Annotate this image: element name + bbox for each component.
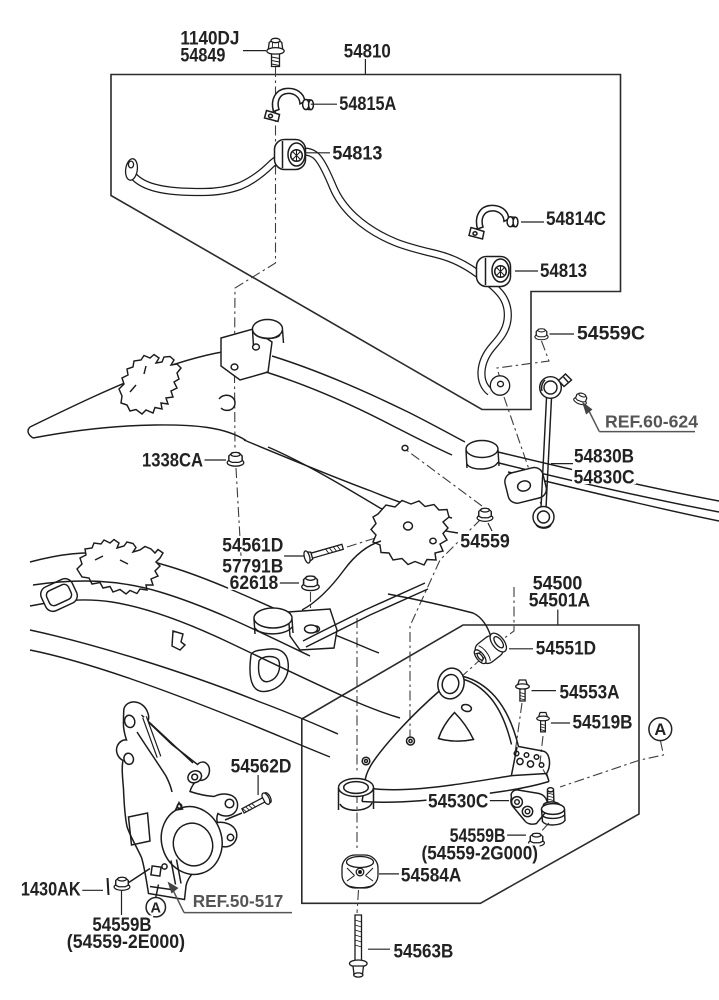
svg-text:54815A: 54815A bbox=[339, 93, 396, 115]
svg-text:REF.60-624: REF.60-624 bbox=[605, 412, 698, 432]
svg-text:(54559-2G000): (54559-2G000) bbox=[422, 842, 539, 864]
svg-text:54500: 54500 bbox=[533, 572, 583, 594]
svg-text:54519B: 54519B bbox=[573, 711, 633, 733]
svg-text:54563B: 54563B bbox=[394, 940, 454, 962]
svg-text:54559B: 54559B bbox=[92, 914, 151, 936]
svg-text:54553A: 54553A bbox=[560, 681, 620, 703]
svg-text:(54559-2E000): (54559-2E000) bbox=[67, 931, 185, 953]
svg-text:54562D: 54562D bbox=[231, 756, 292, 778]
svg-text:54561D: 54561D bbox=[222, 535, 283, 557]
svg-text:54814C: 54814C bbox=[546, 208, 606, 230]
svg-text:54849: 54849 bbox=[180, 45, 225, 67]
svg-text:54559B: 54559B bbox=[450, 825, 506, 847]
svg-text:57791B: 57791B bbox=[222, 556, 283, 578]
svg-text:54501A: 54501A bbox=[529, 589, 590, 611]
svg-text:1140DJ: 1140DJ bbox=[180, 28, 239, 50]
svg-text:A: A bbox=[654, 721, 666, 739]
svg-text:54559C: 54559C bbox=[577, 322, 645, 344]
svg-text:REF.50-517: REF.50-517 bbox=[193, 891, 284, 911]
svg-text:54813: 54813 bbox=[332, 143, 382, 165]
svg-text:54830B: 54830B bbox=[574, 445, 634, 467]
svg-text:54584A: 54584A bbox=[401, 865, 462, 887]
svg-text:62618: 62618 bbox=[230, 572, 279, 594]
svg-text:54830C: 54830C bbox=[574, 466, 635, 488]
svg-text:54559: 54559 bbox=[460, 531, 510, 553]
svg-text:1430AK: 1430AK bbox=[21, 878, 81, 900]
svg-text:54810: 54810 bbox=[344, 40, 391, 62]
svg-text:54551D: 54551D bbox=[536, 638, 596, 660]
svg-text:A: A bbox=[151, 900, 162, 916]
svg-text:54530C: 54530C bbox=[428, 791, 488, 813]
svg-text:1338CA: 1338CA bbox=[142, 450, 203, 472]
svg-text:54813: 54813 bbox=[540, 260, 587, 282]
